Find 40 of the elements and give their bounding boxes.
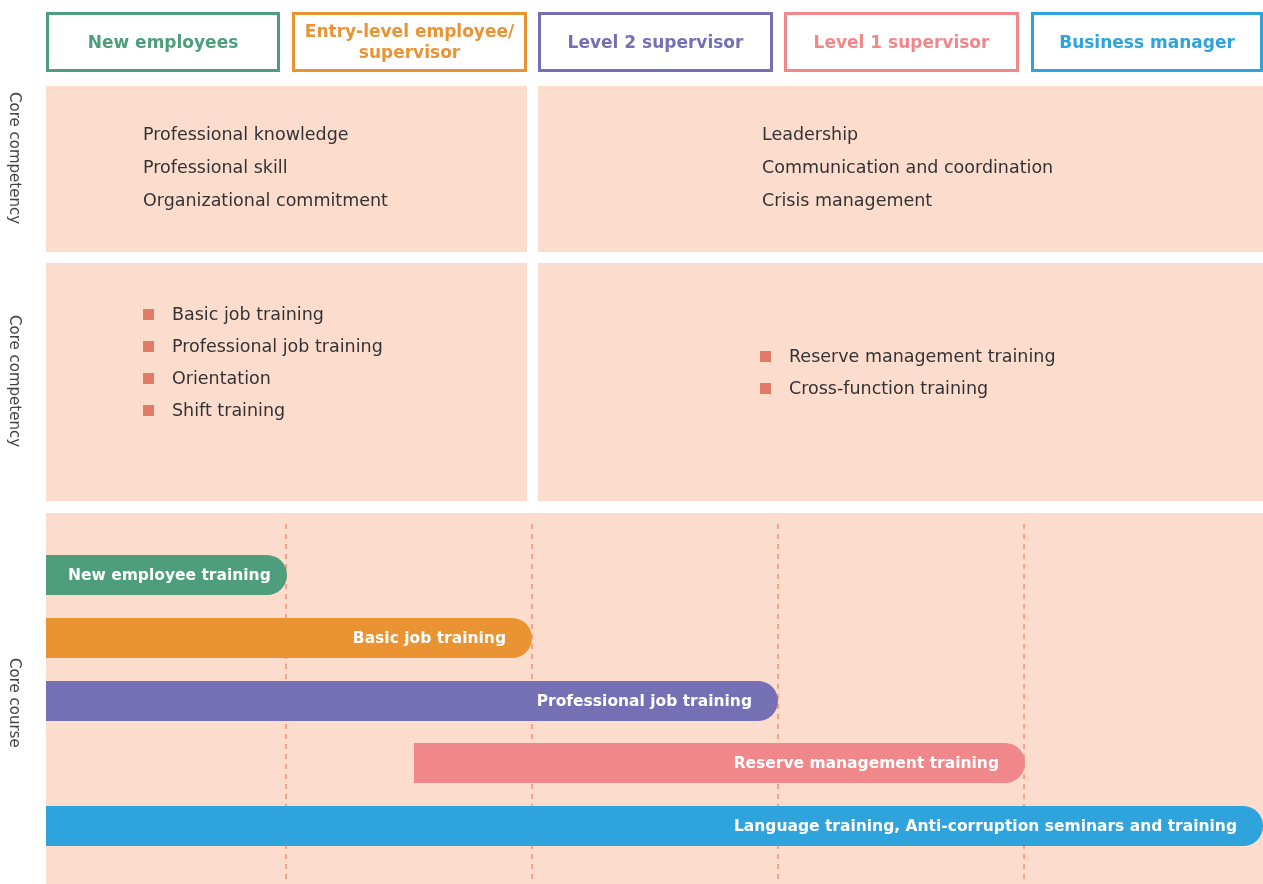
- list-item: Leadership: [762, 124, 859, 145]
- list-item: Professional knowledge: [143, 124, 349, 145]
- course-bar: [46, 555, 287, 595]
- level-header-box: [538, 12, 773, 72]
- list-item: Cross-function training: [789, 378, 989, 399]
- level-title: Entry-level employee/ supervisor: [303, 21, 516, 63]
- level-header-box: [46, 12, 280, 72]
- level-title: Level 1 supervisor: [813, 31, 990, 53]
- competency-panel: [538, 86, 1263, 252]
- list-item: Shift training: [172, 400, 286, 421]
- level-header-box: [292, 12, 527, 72]
- row-label: Core competency: [6, 315, 24, 447]
- course-panel: [46, 513, 1263, 884]
- course-label: Language training, Anti-corruption seminars and training: [733, 817, 1237, 835]
- level-title: New employees: [87, 31, 239, 53]
- course-label: Basic job training: [352, 629, 506, 647]
- list-item: Orientation: [172, 368, 271, 389]
- list-item: Professional skill: [143, 157, 288, 178]
- list-item: Reserve management training: [789, 346, 1056, 367]
- course-label: Professional job training: [536, 692, 752, 710]
- row-label: Core course: [6, 658, 24, 748]
- row-label: Core competency: [6, 92, 24, 224]
- course-bar: [46, 681, 778, 721]
- competency-panel: [538, 263, 1263, 501]
- list-item: Professional job training: [172, 336, 383, 357]
- course-bar: [46, 618, 532, 658]
- list-item: Organizational commitment: [143, 190, 388, 211]
- competency-panel: [46, 263, 527, 501]
- course-bar: [46, 806, 1263, 846]
- competency-panel: [46, 86, 527, 252]
- list-item: Communication and coordination: [762, 157, 1054, 178]
- list-item: Crisis management: [762, 190, 933, 211]
- level-header-box: [784, 12, 1019, 72]
- course-bar: [414, 743, 1025, 783]
- level-title: Business manager: [1059, 31, 1235, 53]
- course-label: Reserve management training: [733, 754, 999, 772]
- level-header-box: [1031, 12, 1263, 72]
- level-title: Level 2 supervisor: [567, 31, 744, 53]
- list-item: Basic job training: [172, 304, 324, 325]
- course-label: New employee training: [68, 566, 271, 584]
